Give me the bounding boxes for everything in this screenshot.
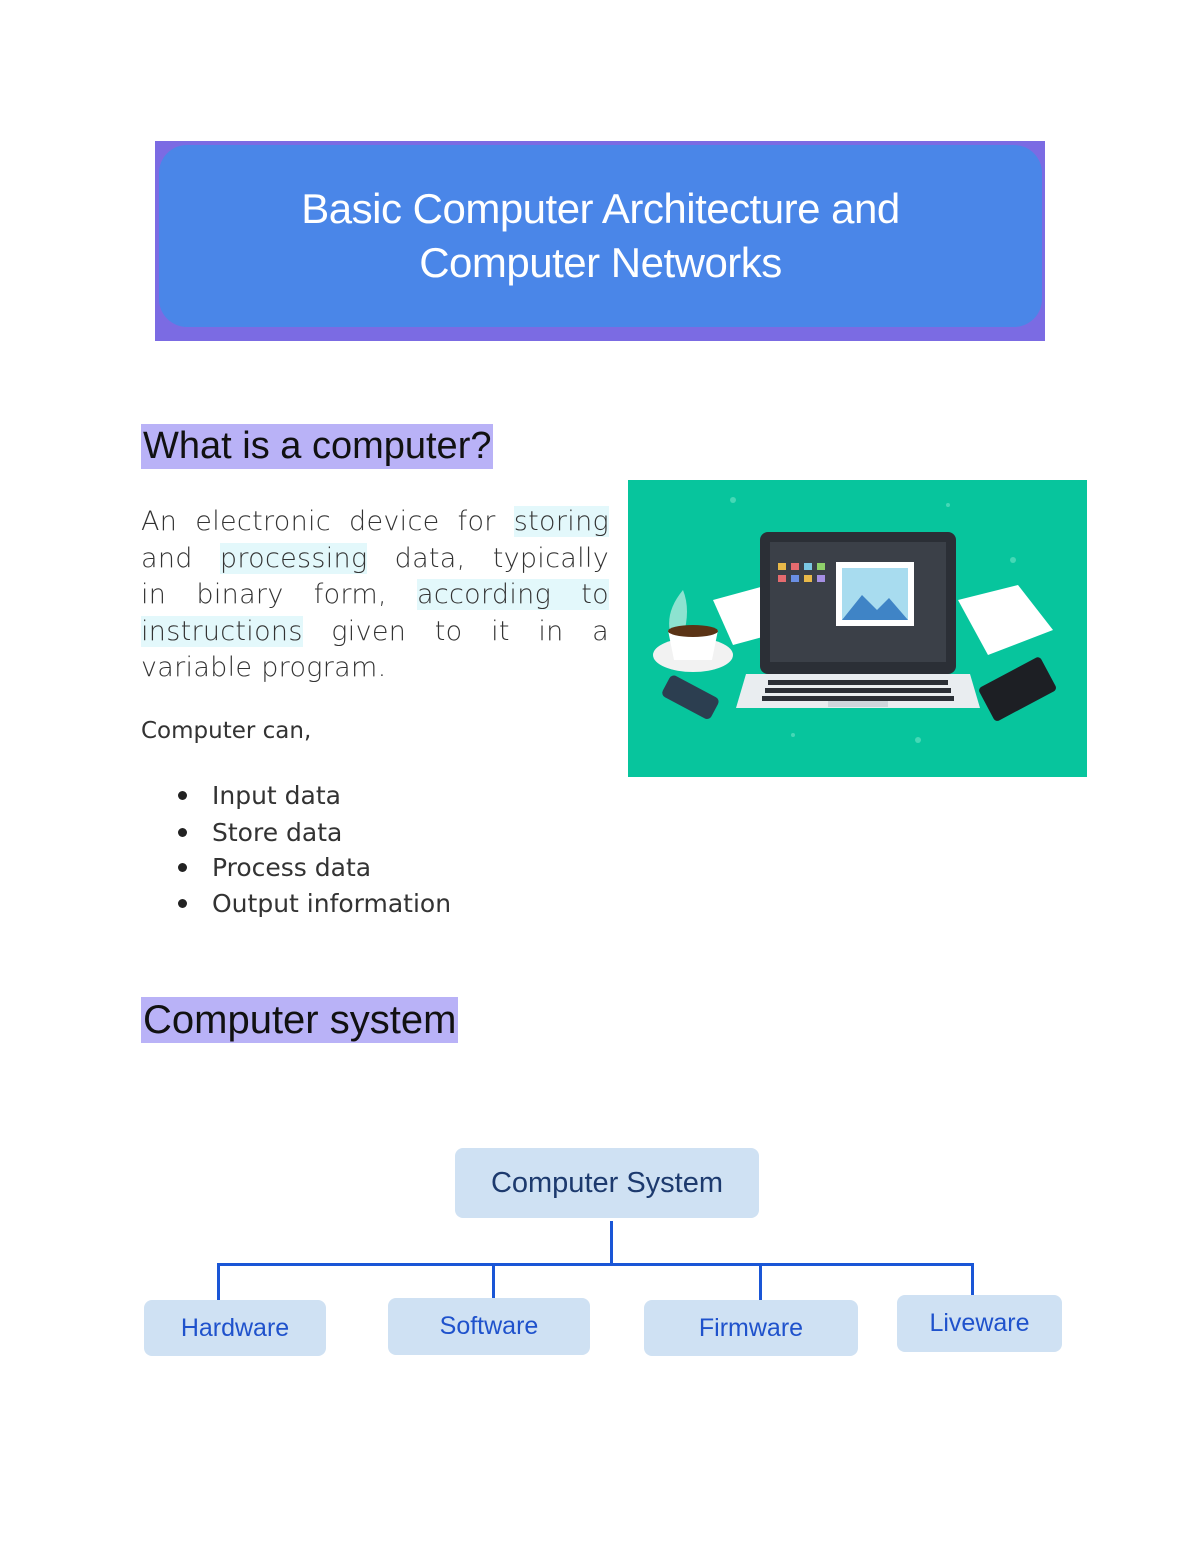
laptop-desk-icon — [653, 497, 1056, 743]
paragraph-text: given to it in a — [302, 615, 609, 647]
list-item-text: Process data — [212, 853, 372, 882]
paragraph-line: An electronic device for storing — [141, 504, 609, 540]
diagram-node-software: Software — [388, 1298, 590, 1355]
computer-can-label: Computer can, — [141, 718, 312, 744]
paragraph-text: and — [141, 542, 220, 574]
paragraph-text: in binary form, — [141, 579, 418, 610]
connector-line — [492, 1265, 495, 1298]
paragraph-text: data, typically — [367, 542, 609, 574]
connector-line — [759, 1265, 762, 1300]
title-banner-inner: Basic Computer Architecture and Computer… — [159, 145, 1042, 327]
diagram-node-computer-system: Computer System — [455, 1148, 759, 1218]
bullet-icon — [178, 791, 187, 800]
connector-line — [971, 1263, 974, 1295]
paragraph-line: in binary form, according to — [141, 577, 609, 613]
highlighted-text: storing — [513, 506, 609, 537]
document-title: Basic Computer Architecture and Computer… — [301, 185, 900, 286]
list-item-text: Input data — [212, 781, 341, 810]
highlighted-text: according to — [417, 579, 609, 610]
section-heading-what-is-computer: What is a computer? — [141, 424, 494, 469]
laptop-illustration — [628, 480, 1087, 777]
bullet-icon — [178, 899, 187, 908]
list-item-text: Output information — [212, 889, 452, 918]
paragraph-line: instructions given to it in a — [141, 614, 609, 650]
bullet-icon — [178, 863, 187, 872]
list-item: Store data — [178, 818, 342, 847]
highlighted-text: processing — [219, 542, 368, 574]
list-item-text: Store data — [212, 818, 343, 847]
title-banner: Basic Computer Architecture and Computer… — [155, 141, 1045, 341]
paragraph-line: and processing data, typically — [141, 541, 609, 577]
connector-line — [610, 1221, 613, 1265]
section-heading-computer-system: Computer system — [141, 997, 459, 1043]
connector-line — [217, 1263, 974, 1266]
highlighted-text: instructions — [141, 615, 303, 647]
paragraph-line: variable program. — [141, 650, 609, 686]
list-item: Output information — [178, 889, 451, 918]
connector-line — [217, 1263, 220, 1300]
list-item: Input data — [178, 781, 341, 810]
diagram-node-firmware: Firmware — [644, 1300, 858, 1356]
paragraph-text: An electronic device for — [141, 506, 514, 537]
paragraph-text: variable program. — [141, 652, 387, 683]
diagram-node-hardware: Hardware — [144, 1300, 326, 1356]
diagram-node-liveware: Liveware — [897, 1295, 1062, 1352]
list-item: Process data — [178, 853, 371, 882]
bullet-icon — [178, 828, 187, 837]
